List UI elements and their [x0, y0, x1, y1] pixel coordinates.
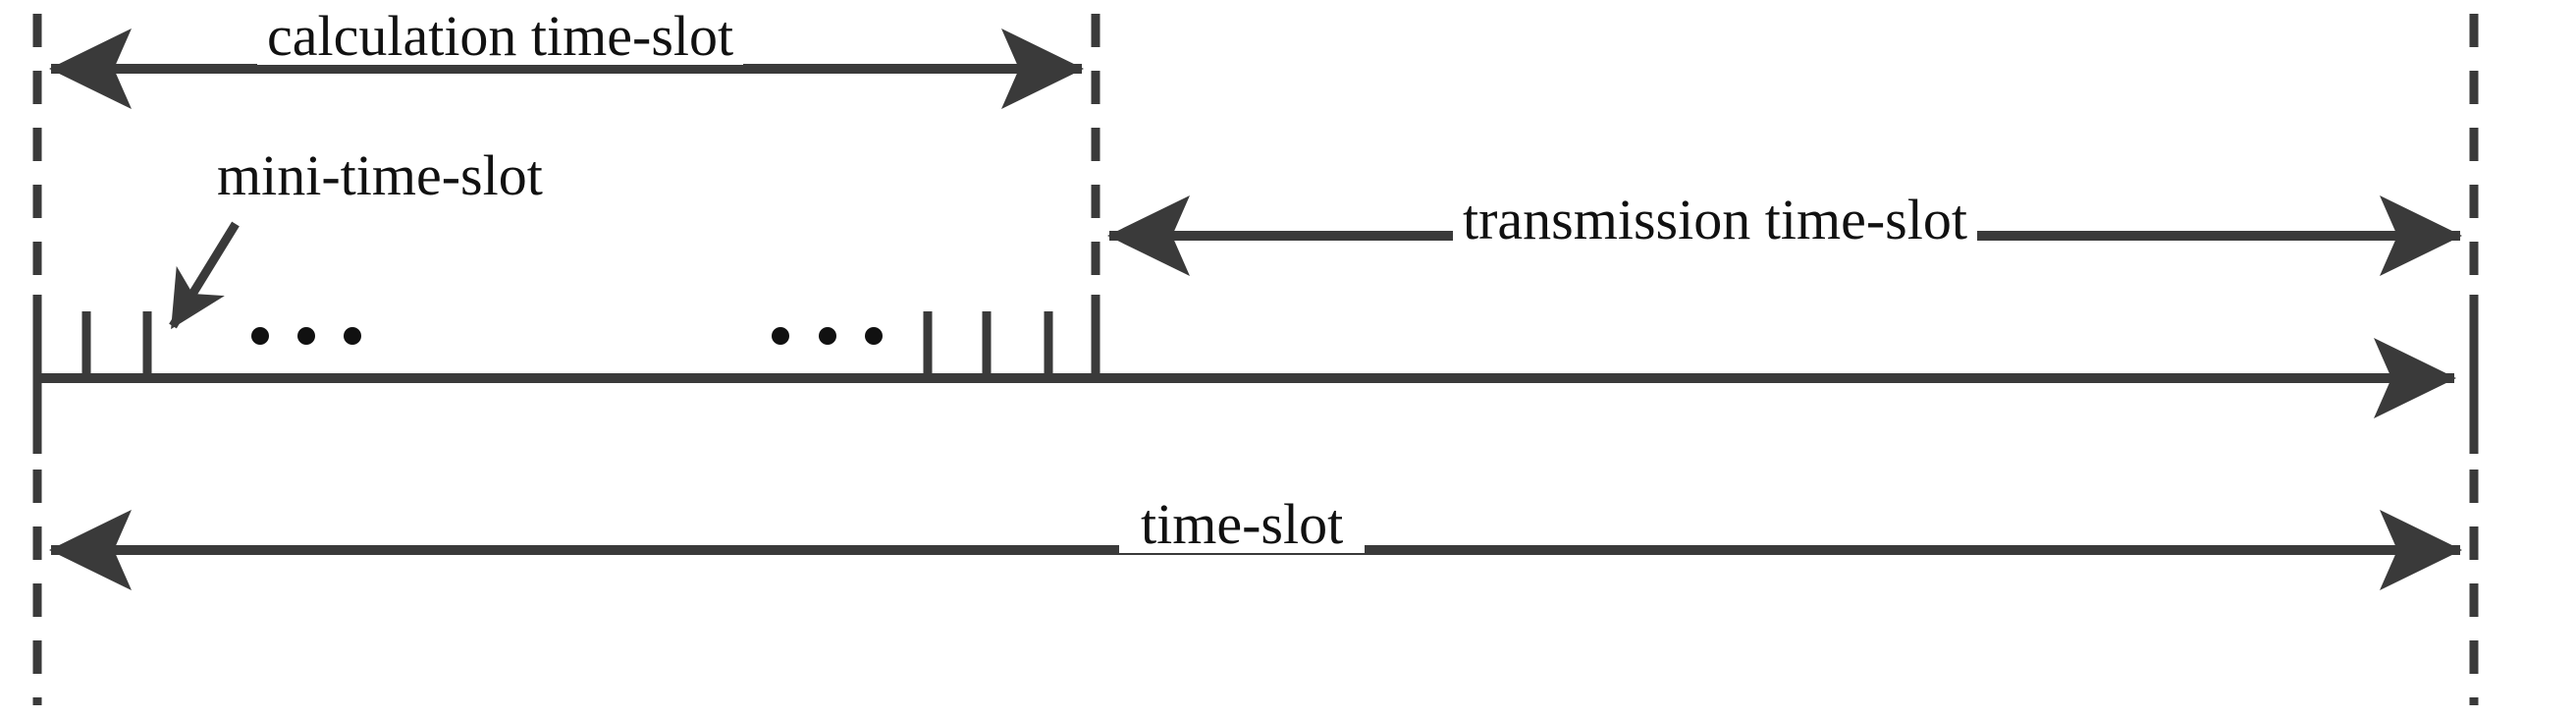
- ellipsis-left: [251, 327, 361, 345]
- transmission-time-slot-label: transmission time-slot: [1453, 192, 1977, 249]
- boundary-lines: [32, 14, 2479, 705]
- ellipsis-dot: [297, 327, 315, 345]
- time-slot-label: time-slot: [1119, 496, 1366, 553]
- mini-time-slot-ticks: [81, 311, 1053, 378]
- ellipsis-dot: [865, 327, 883, 345]
- mini-time-slot-label: mini-time-slot: [211, 147, 549, 204]
- mini-time-slot-callout-arrow: [169, 221, 240, 330]
- ellipsis-right: [772, 327, 883, 345]
- ellipsis-dot: [251, 327, 269, 345]
- ellipsis-dot: [772, 327, 789, 345]
- ellipsis-dot: [819, 327, 836, 345]
- calculation-time-slot-label: calculation time-slot: [257, 8, 744, 65]
- ellipsis-dot: [344, 327, 361, 345]
